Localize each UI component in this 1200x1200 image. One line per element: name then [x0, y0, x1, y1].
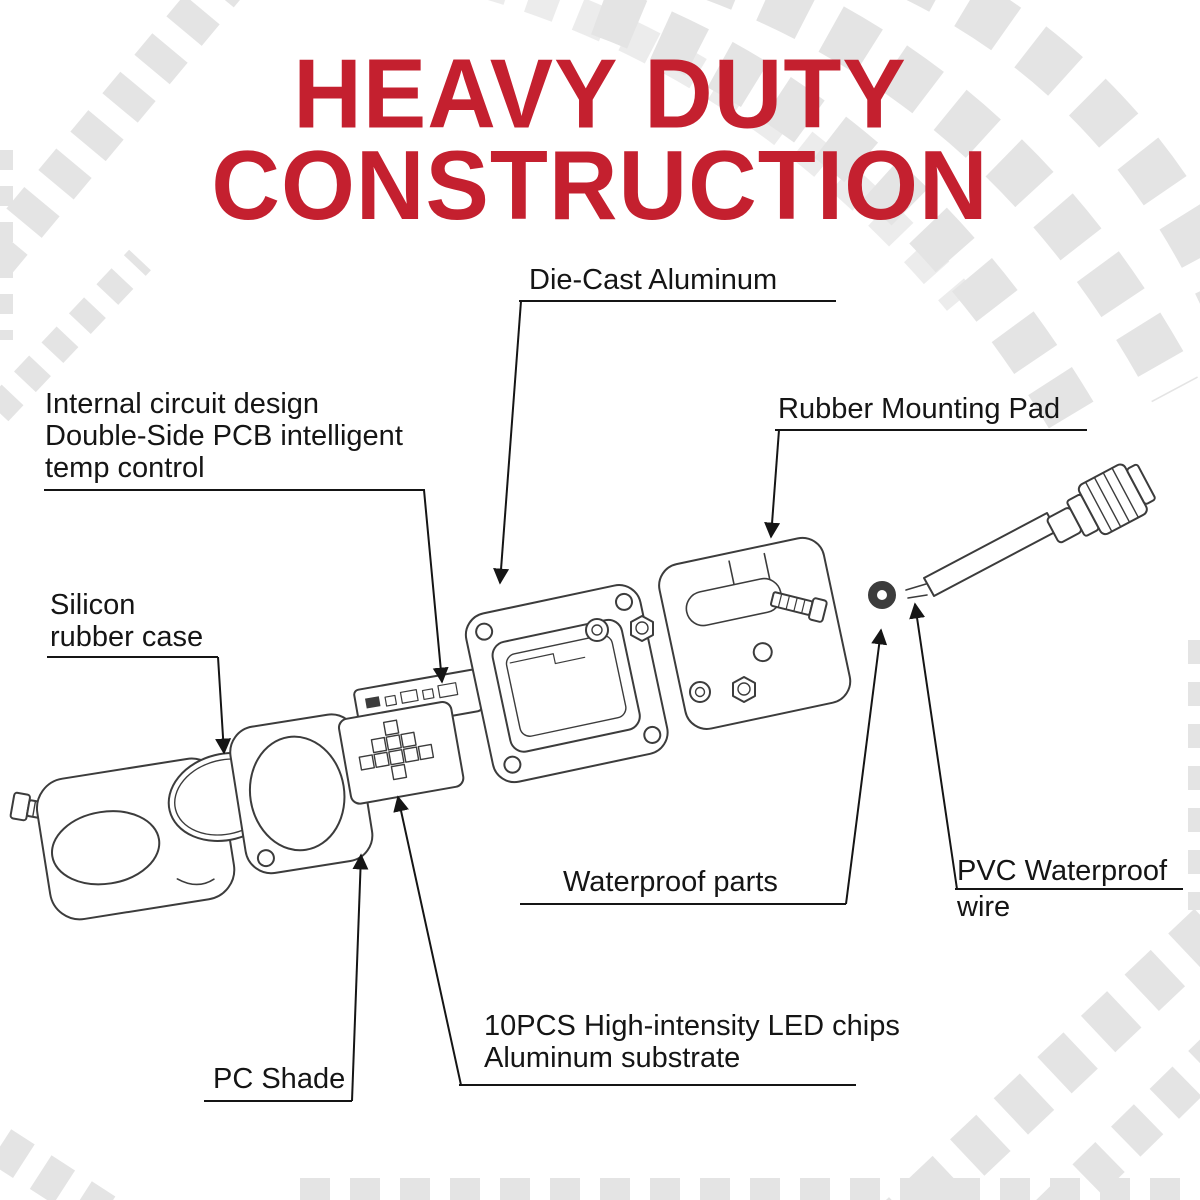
- gasket-ring-drawing: [167, 752, 283, 842]
- label-line: Internal circuit design: [45, 388, 320, 420]
- hex-nut-top: [630, 615, 654, 642]
- label-silicon-rubber-case: Silicon rubber case: [50, 589, 203, 653]
- label-line: wire: [957, 891, 1011, 923]
- pc-shade-drawing: [229, 713, 374, 875]
- mounting-bolt-left: [9, 791, 68, 824]
- label-pc-shade: PC Shade: [213, 1063, 346, 1095]
- page-title: HEAVY DUTY CONSTRUCTION: [0, 39, 1200, 241]
- pc-shade-leader: [351, 853, 369, 1102]
- washer-top: [585, 618, 609, 642]
- label-line: 10PCS High-intensity LED chips: [484, 1010, 900, 1042]
- title-line-1: HEAVY DUTY: [293, 39, 907, 150]
- die-cast-leader: [493, 300, 522, 585]
- pvc-wire-drawing: [905, 463, 1156, 599]
- label-internal-circuit: Internal circuit design Double-Side PCB …: [45, 388, 403, 484]
- waterproof-leader: [845, 628, 888, 905]
- rubber-grommet: [868, 581, 896, 609]
- label-rubber-mounting-pad: Rubber Mounting Pad: [778, 393, 1061, 425]
- led-leader: [393, 795, 462, 1086]
- label-line: Aluminum substrate: [484, 1042, 741, 1074]
- circuit-board-drawing: [353, 668, 484, 733]
- label-waterproof-parts: Waterproof parts: [563, 866, 778, 898]
- label-die-cast-aluminum: Die-Cast Aluminum: [529, 264, 778, 296]
- rubber-pad-leader: [764, 429, 781, 539]
- label-led-chips: 10PCS High-intensity LED chips Aluminum …: [484, 1010, 900, 1074]
- led-substrate-drawing: [337, 700, 465, 805]
- label-line: Silicon: [50, 589, 136, 621]
- label-line: Double-Side PCB intelligent: [45, 420, 403, 452]
- label-pvc-waterproof-wire: PVC Waterproof wire: [957, 855, 1167, 923]
- rubber-mounting-pad-drawing: [658, 536, 852, 730]
- die-cast-housing-drawing: [464, 584, 669, 784]
- silicon-rubber-case-drawing: [35, 757, 236, 921]
- label-line: rubber case: [50, 621, 204, 653]
- silicon-leader: [215, 656, 232, 755]
- title-line-2: CONSTRUCTION: [211, 130, 989, 241]
- label-line: temp control: [45, 452, 205, 484]
- pad-bolt: [769, 591, 828, 623]
- mounting-bolt-lower: [147, 853, 201, 886]
- label-line: PVC Waterproof: [957, 855, 1168, 887]
- pvc-leader: [909, 602, 958, 890]
- internal-circuit-leader: [44, 489, 449, 684]
- waterproof-nut: [732, 676, 756, 703]
- waterproof-washer: [689, 681, 711, 703]
